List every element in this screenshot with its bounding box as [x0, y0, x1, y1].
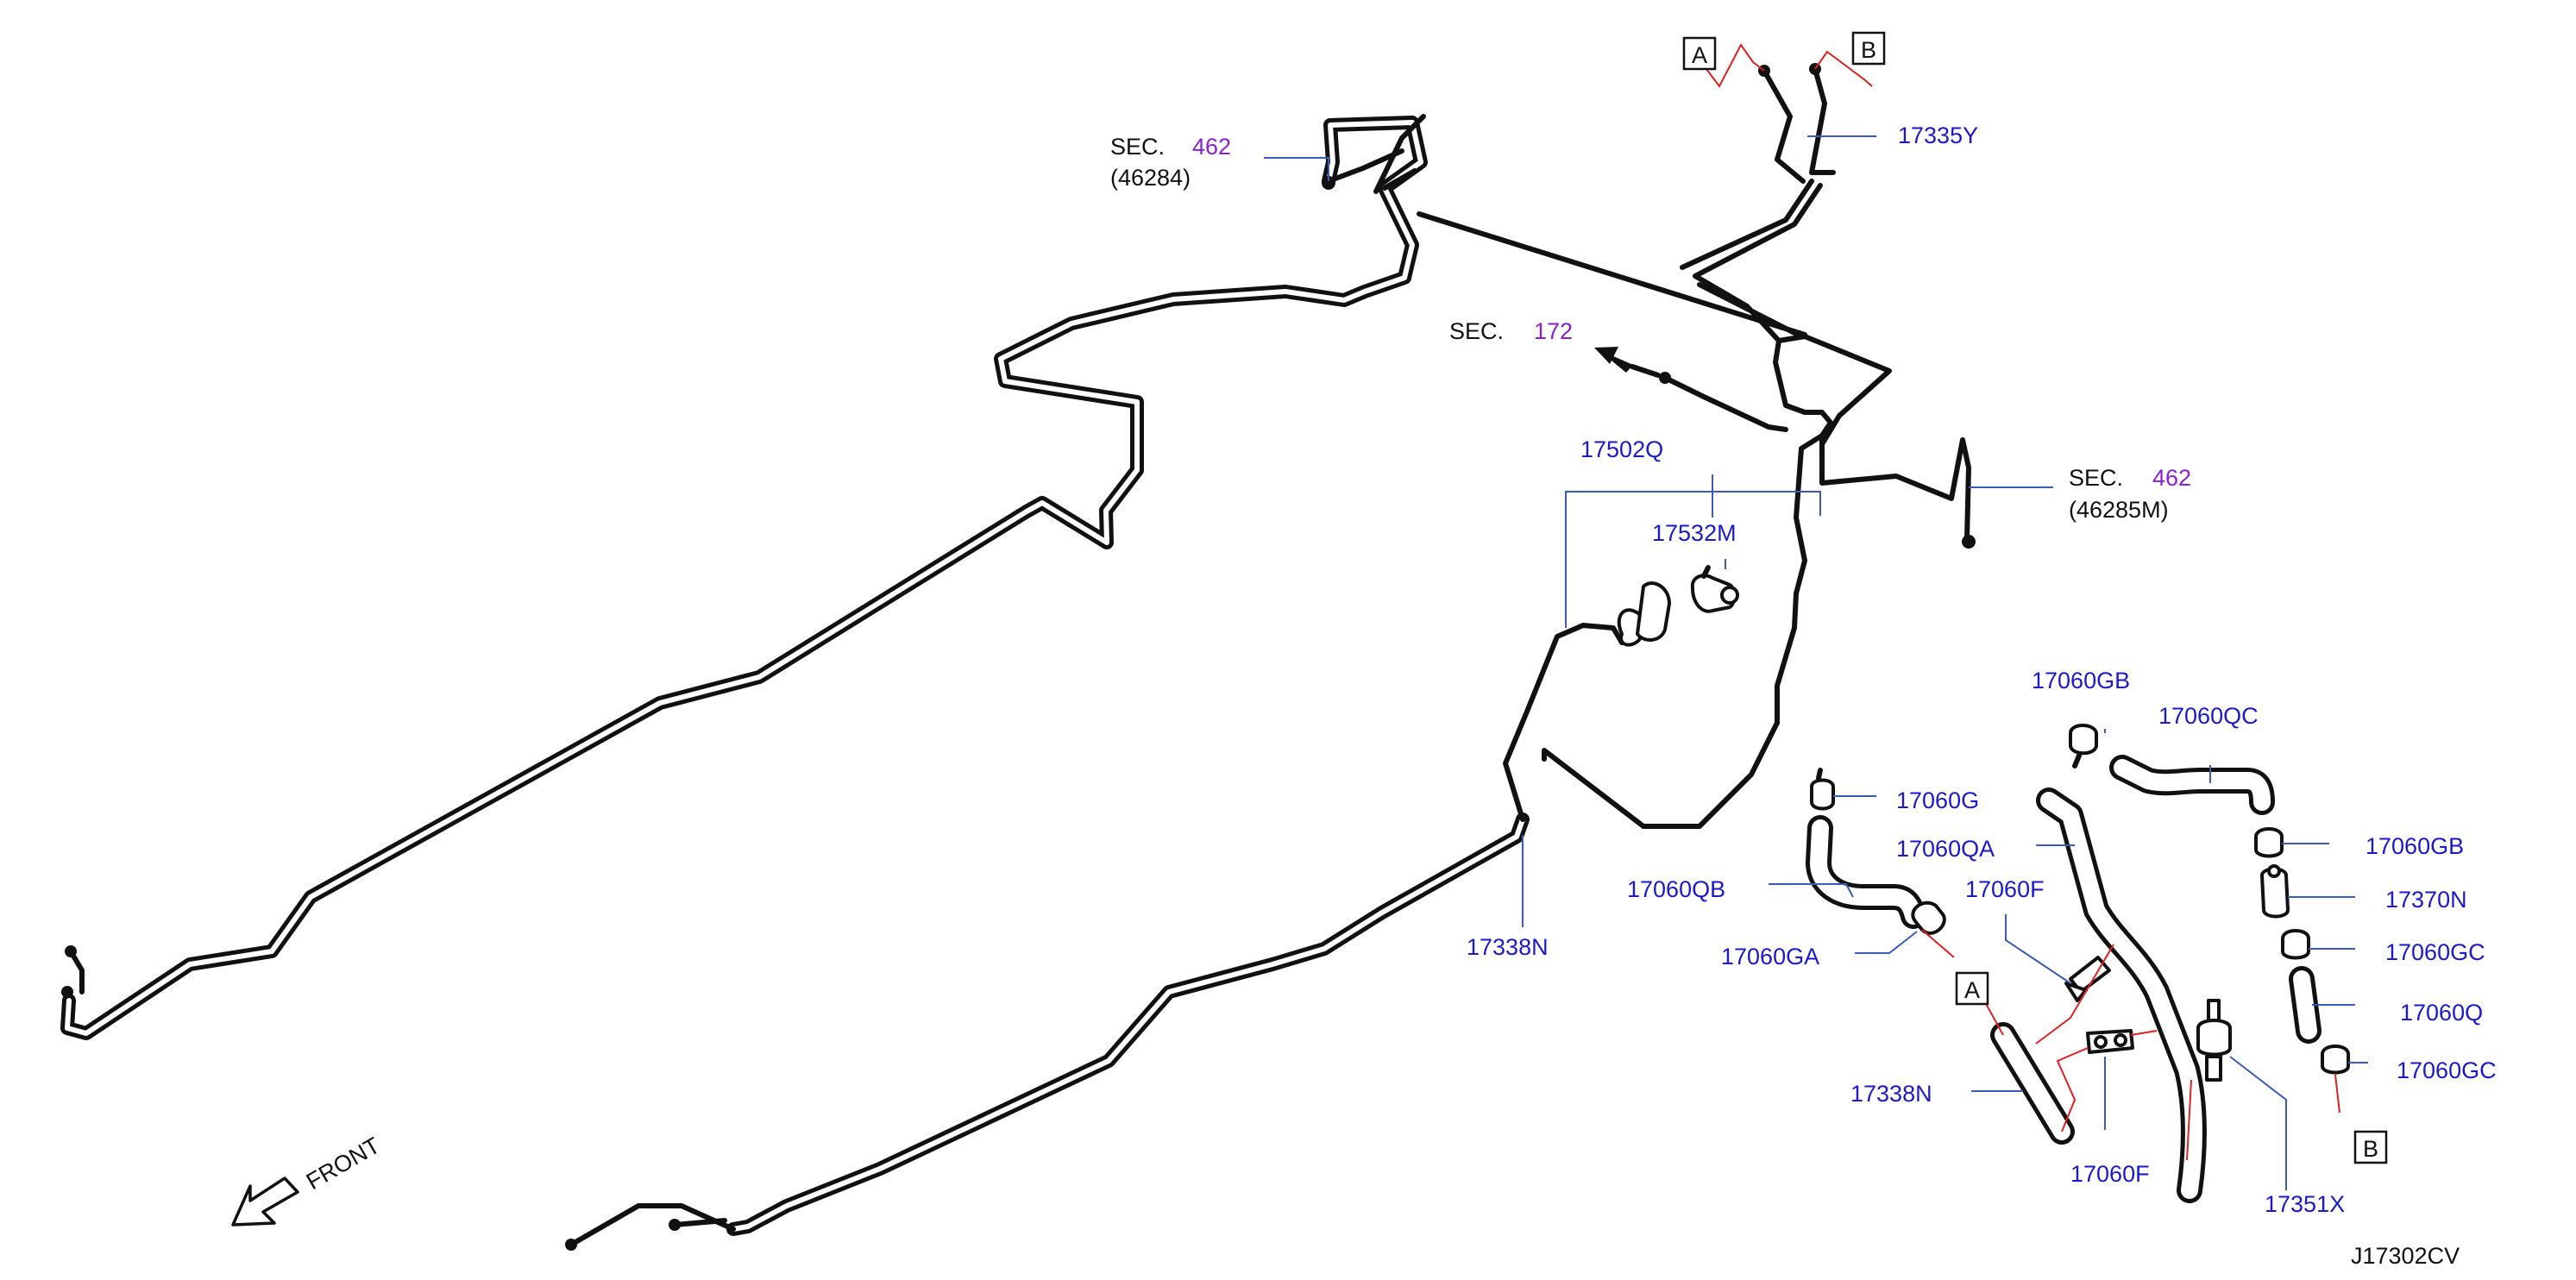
- clamp-17060GC-upper: [2281, 929, 2310, 960]
- part-label-17060GC-2: 17060GC: [2397, 1057, 2497, 1083]
- part-label-17060GB: 17060GB: [2032, 668, 2130, 693]
- tube-end-branch: [569, 1203, 736, 1247]
- diagram-id: J17302CV: [2351, 1243, 2460, 1269]
- part-label-17060GC: 17060GC: [2385, 939, 2485, 965]
- svg-text:(46284): (46284): [1110, 165, 1191, 191]
- svg-text:SEC.: SEC.: [2069, 465, 2123, 491]
- component-17532M: [1690, 565, 1739, 613]
- svg-text:A: A: [1964, 977, 1980, 1003]
- part-label-17060F-2: 17060F: [2070, 1161, 2150, 1187]
- main-fuel-tube-lower: [726, 813, 1530, 1236]
- part-label-17351X: 17351X: [2265, 1191, 2345, 1217]
- svg-text:B: B: [1861, 37, 1876, 63]
- section-ref-172: SEC. 172: [1449, 318, 1573, 344]
- clamp-17060GA: [1911, 900, 1946, 935]
- svg-text:SEC.: SEC.: [1449, 318, 1504, 344]
- part-label-17060G: 17060G: [1896, 787, 1979, 813]
- part-label-17338N-2: 17338N: [1850, 1081, 1932, 1107]
- part-label-17060GA: 17060GA: [1721, 944, 1819, 969]
- tube-end-fitting: [61, 986, 73, 998]
- tube-end-branch: [68, 949, 85, 995]
- part-label-17338N: 17338N: [1467, 934, 1549, 960]
- svg-text:SEC.: SEC.: [1110, 134, 1165, 160]
- svg-text:A: A: [1692, 42, 1707, 68]
- hose-17060QA: [2036, 787, 2207, 1203]
- part-label-17060QA: 17060QA: [1896, 836, 1995, 862]
- part-label-17060GB-2: 17060GB: [2366, 833, 2464, 859]
- part-label-17060QC: 17060QC: [2158, 703, 2259, 729]
- hose-17338N-short: [1990, 1022, 2075, 1145]
- tube-end-fitting: [1659, 372, 1671, 384]
- part-label-17060Q: 17060Q: [2400, 1000, 2483, 1026]
- clamp-17060F-upper: [2064, 956, 2111, 1002]
- leader-lines: [1264, 135, 2368, 1190]
- clamp-17060GB-top: [2069, 724, 2098, 769]
- tube-end-fitting: [1322, 176, 1335, 190]
- ref-box-b-top: B: [1851, 31, 1886, 66]
- clamp-17060G: [1810, 768, 1835, 811]
- section-ref-462-46285M: SEC. 462 (46285M): [2069, 465, 2191, 523]
- section-ref-462-46284: SEC. 462 (46284): [1110, 134, 1231, 191]
- part-label-17502Q: 17502Q: [1580, 436, 1663, 462]
- main-fuel-tube-upper: [60, 116, 1428, 1040]
- routing-guide-lines: [1706, 43, 2340, 1161]
- vapor-tube-rear: [1326, 114, 1971, 829]
- ref-box-b-bottom: B: [2353, 1130, 2388, 1164]
- component-17502Q: [1617, 581, 1671, 647]
- clamp-17060F-lower: [2086, 1029, 2134, 1054]
- ref-box-a-top: A: [1682, 36, 1717, 71]
- valve-17370N: [2260, 864, 2290, 919]
- valve-17351X: [2196, 999, 2232, 1082]
- svg-text:462: 462: [2152, 465, 2191, 491]
- clamp-17060GC-lower: [2321, 1045, 2350, 1075]
- part-label-17335Y: 17335Y: [1898, 122, 1978, 148]
- tube-end-fitting: [1962, 535, 1976, 549]
- ref-box-a-bottom: A: [1955, 971, 1989, 1006]
- svg-text:462: 462: [1192, 134, 1231, 160]
- part-label-17060F: 17060F: [1965, 876, 2045, 902]
- tube-end-branch: [672, 1218, 727, 1227]
- hose-17060QC: [2109, 755, 2275, 815]
- front-label: FRONT: [302, 1133, 385, 1195]
- hose-17060Q: [2289, 966, 2322, 1044]
- part-label-17060QB: 17060QB: [1627, 876, 1725, 902]
- tube-17335Y: [1758, 63, 1836, 184]
- hose-17060QB: [1806, 815, 1926, 929]
- svg-text:(46285M): (46285M): [2069, 497, 2169, 523]
- part-label-17532M: 17532M: [1652, 520, 1737, 546]
- evap-line-sec172: [1594, 347, 1788, 432]
- front-arrow: FRONT: [231, 1133, 385, 1227]
- svg-text:B: B: [2363, 1136, 2378, 1162]
- part-label-17370N: 17370N: [2385, 887, 2467, 913]
- clamp-17060GB-mid: [2254, 827, 2284, 858]
- svg-text:172: 172: [1534, 318, 1573, 344]
